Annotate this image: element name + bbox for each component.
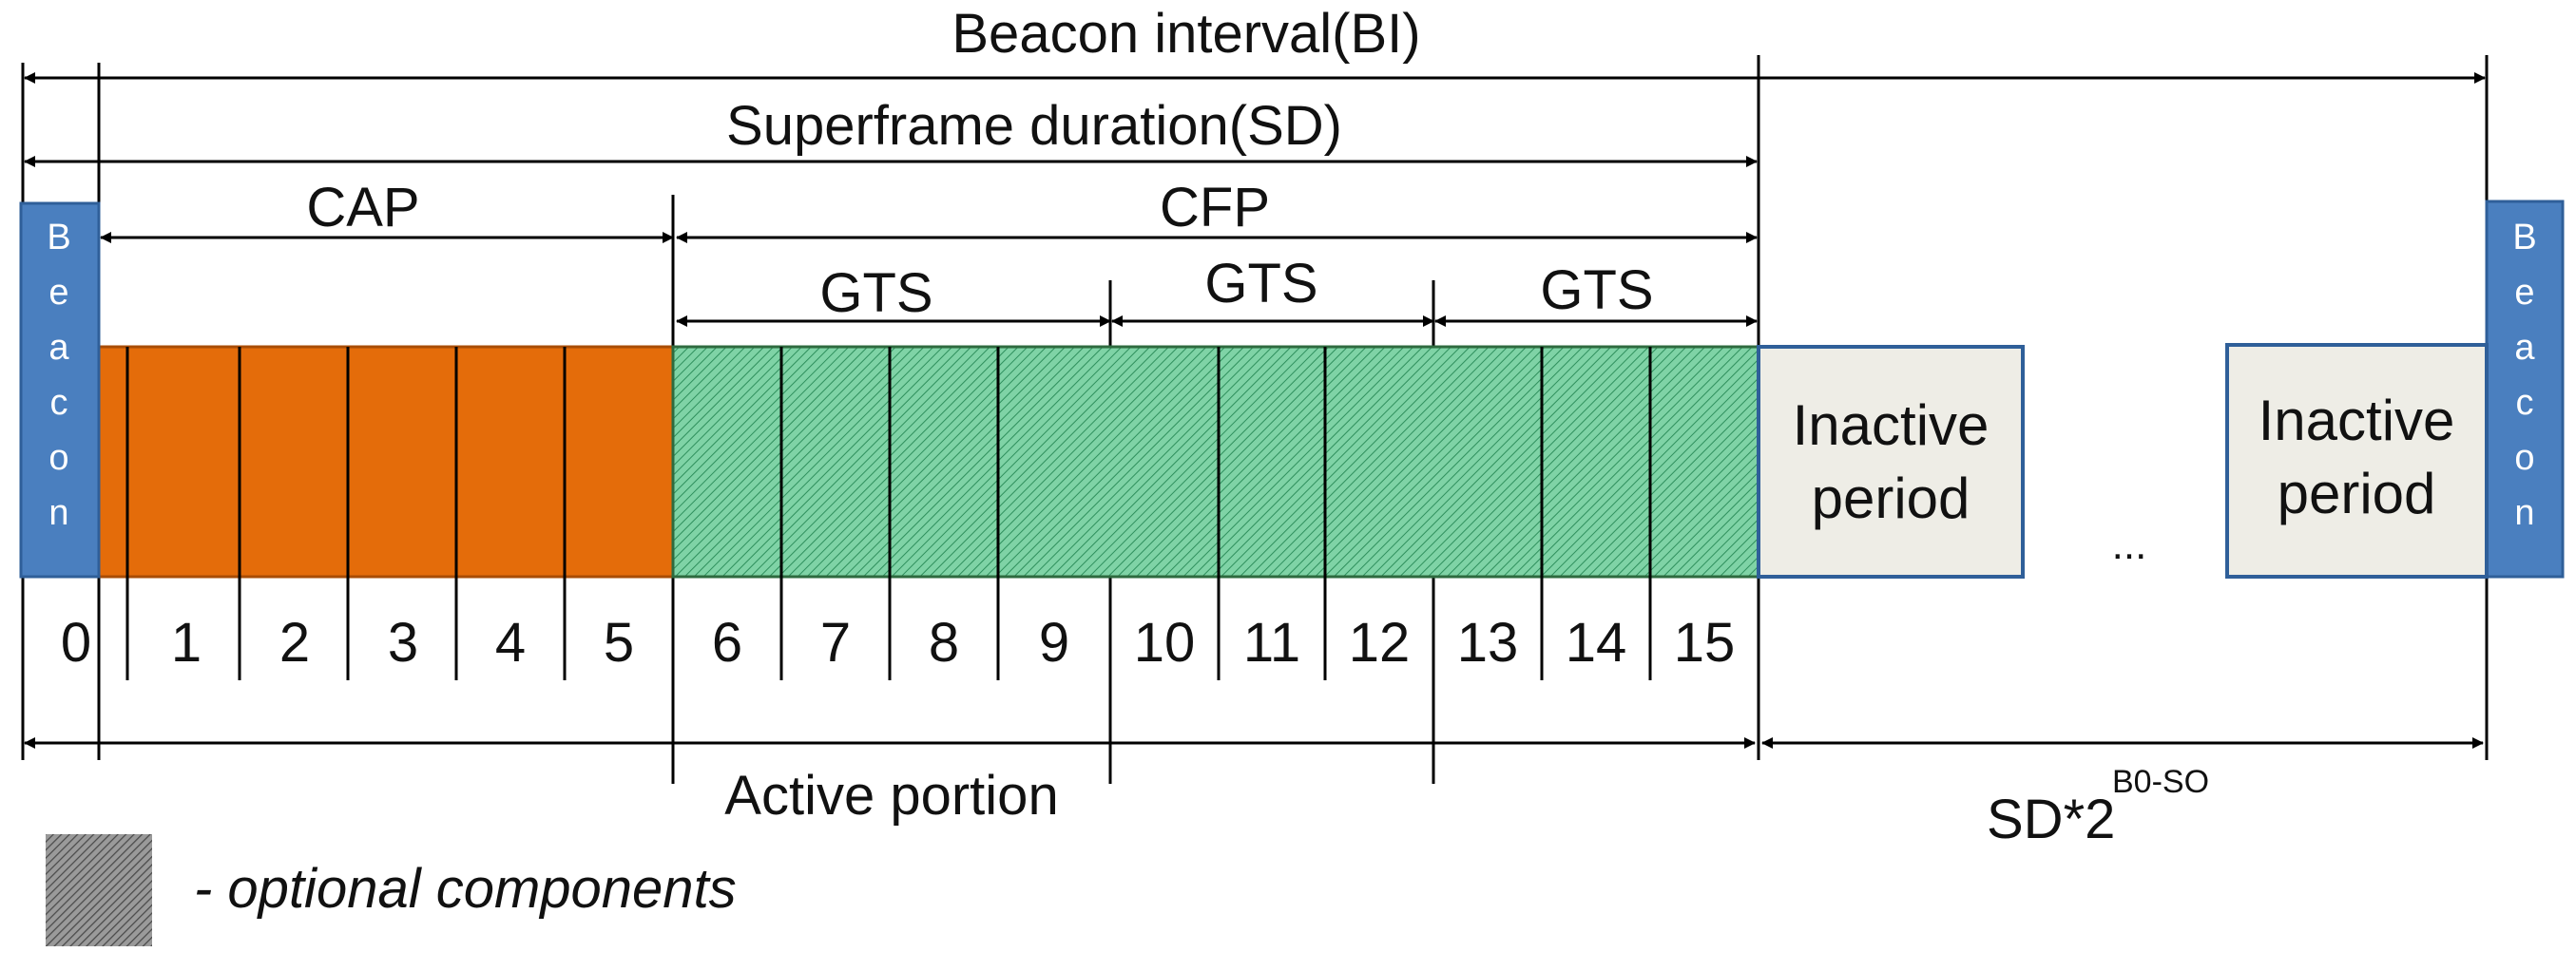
cap-label: CAP	[306, 177, 419, 238]
slot-number: 14	[1566, 612, 1627, 674]
beacon-left	[19, 201, 101, 579]
sd-formula-exponent: B0-SO	[2112, 764, 2209, 800]
superframe-duration-label: Superframe duration(SD)	[726, 95, 1342, 157]
slot-number: 7	[820, 612, 851, 674]
beacon-letter: n	[48, 493, 68, 533]
active-portion-label: Active portion	[724, 765, 1058, 827]
slot-number: 13	[1457, 612, 1519, 674]
beacon-letter: o	[2514, 438, 2534, 478]
slot-number: 2	[279, 612, 310, 674]
inactive-period-box-2	[2225, 343, 2489, 579]
gts-label-2: GTS	[1204, 253, 1317, 314]
inactive-period-label-1-line2: period	[1812, 466, 1970, 530]
sd-formula-base: SD*2	[1987, 789, 2115, 850]
slot-number: 3	[388, 612, 418, 674]
slot-number: 0	[61, 612, 91, 674]
beacon-letter: a	[2514, 328, 2535, 368]
beacon-letter: e	[48, 273, 68, 313]
cfp-region	[671, 345, 1760, 579]
inactive-period-label-2-line1: Inactive	[2259, 389, 2455, 452]
slot-number: 4	[495, 612, 526, 674]
inactive-period-label-1-line1: Inactive	[1793, 393, 1990, 457]
slot-dividers	[125, 347, 1652, 680]
beacon-letter: c	[2516, 383, 2534, 423]
beacon-interval-label: Beacon interval(BI)	[952, 3, 1420, 65]
beacon-letter: e	[2514, 273, 2534, 313]
legend-swatch	[46, 834, 152, 946]
beacon-letter: a	[48, 328, 69, 368]
beacon-letter: o	[48, 438, 68, 478]
slot-number: 15	[1674, 612, 1736, 674]
beacon-letter: c	[50, 383, 68, 423]
slot-number: 12	[1349, 612, 1411, 674]
beacon-letter: B	[2512, 218, 2536, 257]
inactive-period-label-2-line2: period	[2278, 462, 2436, 525]
slot-number: 10	[1134, 612, 1196, 674]
legend-text: - optional components	[194, 858, 737, 920]
beacon-letter: n	[2514, 493, 2534, 533]
cap-region	[97, 345, 675, 579]
beacon-letter: B	[47, 218, 70, 257]
slot-number: 6	[712, 612, 742, 674]
ellipsis: ...	[2112, 522, 2147, 568]
slot-number: 9	[1039, 612, 1069, 674]
inactive-period-box-1	[1757, 345, 2025, 579]
gts-label-3: GTS	[1540, 259, 1653, 321]
beacon-right-text: Beacon	[2512, 218, 2536, 533]
beacon-left-text: Beacon	[47, 218, 70, 533]
slot-number: 11	[1243, 612, 1300, 674]
slot-number: 8	[929, 612, 959, 674]
slot-number: 5	[604, 612, 634, 674]
slot-number: 1	[171, 612, 202, 674]
cfp-label: CFP	[1160, 177, 1270, 238]
gts-label-1: GTS	[819, 262, 932, 324]
